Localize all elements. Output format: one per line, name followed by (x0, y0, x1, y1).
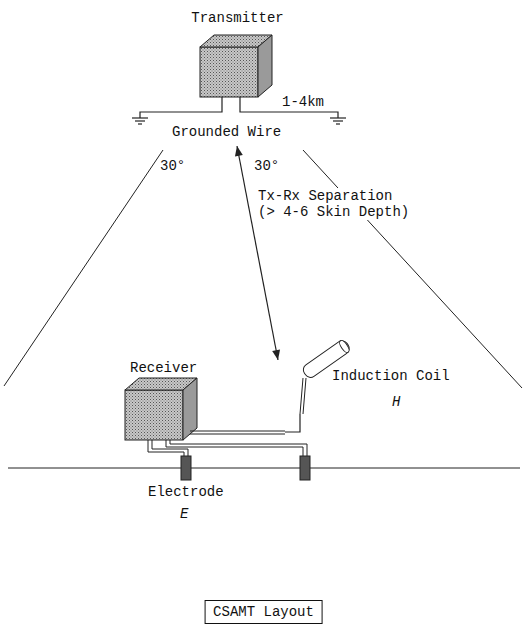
edge-label: Tx-Rx Separation (> 4-6 Skin Depth) (256, 188, 418, 220)
induction-coil-unit: Induction CoilH (296, 328, 471, 414)
receiver-box (125, 378, 197, 440)
angle-label: 30° (160, 158, 185, 174)
electrode-label: Electrode (148, 484, 224, 500)
angle-label: 30° (254, 158, 279, 174)
node-title: Transmitter (130, 10, 345, 26)
electrode (300, 456, 310, 480)
arrow-head (272, 349, 280, 360)
node-title: Receiver (130, 360, 197, 376)
sector-line (4, 150, 522, 388)
electrode (181, 456, 191, 480)
node-title: Induction Coil (332, 368, 450, 384)
receiver-unit: Receiver (120, 360, 285, 448)
ground-surface (8, 468, 520, 469)
distance-label: 1-4km (282, 94, 324, 110)
coil-cable (285, 414, 300, 432)
wire-label: Grounded Wire (172, 124, 281, 140)
figure-caption: CSAMT Layout (204, 600, 323, 624)
separation-arrow (237, 146, 278, 360)
transmitter-box (200, 35, 272, 97)
field-symbol: H (392, 394, 400, 410)
cable (148, 378, 307, 456)
field-symbol: E (180, 506, 188, 522)
arrow-head (235, 146, 243, 157)
